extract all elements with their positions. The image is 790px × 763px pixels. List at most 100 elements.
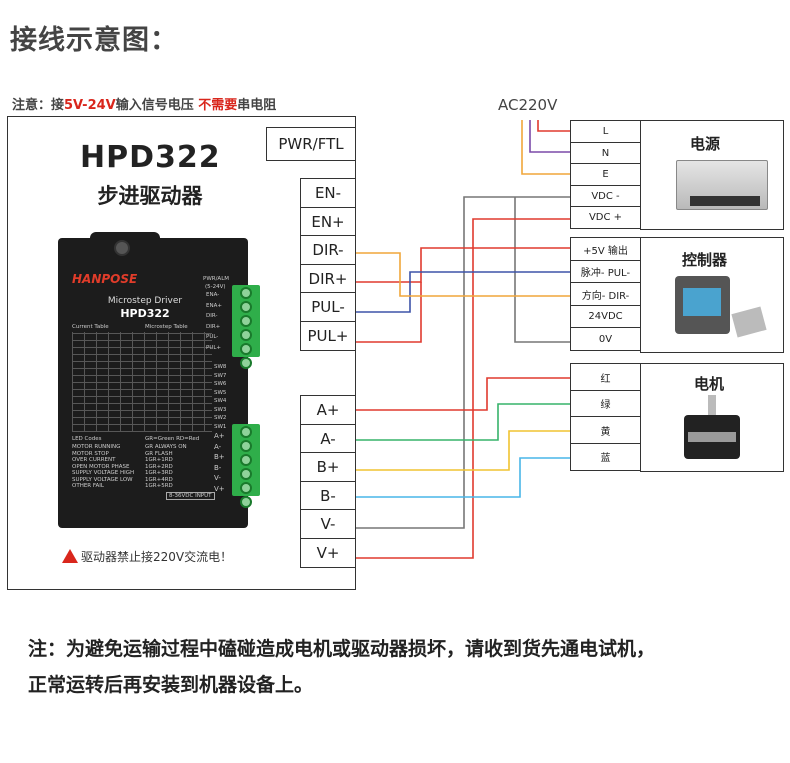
sig-voltage-label: (5-24V) — [205, 284, 226, 290]
psu-pin-vdc-plus: VDC + — [570, 206, 641, 229]
led-val: 1GR+2RD — [145, 463, 173, 470]
sw-label: SW1 — [214, 423, 227, 430]
motor-pin-label: A- — [214, 442, 222, 451]
terminal-pin — [240, 440, 252, 452]
driver-signal-pins: EN- EN+ DIR- DIR+ PUL- PUL+ — [300, 178, 356, 351]
note-suffix: 串电阻 — [237, 98, 277, 113]
led-row: MOTOR RUNNING — [72, 444, 121, 450]
device-screw — [114, 240, 130, 256]
pin-v-minus: V- — [300, 509, 356, 539]
sw-label: SW2 — [214, 415, 227, 421]
led-row: OVER CURRENT — [72, 457, 116, 463]
wire-motor-green — [356, 403, 570, 441]
driver-frame — [7, 116, 356, 590]
motor-pin-blue: 蓝 — [570, 442, 641, 471]
wire-dir — [356, 252, 570, 297]
led-val: 1GR+3RD — [145, 470, 173, 476]
motor-terminal-block — [232, 424, 260, 508]
terminal-pin — [240, 482, 252, 494]
led-val: GR ALWAYS ON — [145, 444, 187, 450]
wire-ac-l — [537, 120, 570, 132]
wire-5v-pul — [356, 282, 422, 343]
controller-screen — [683, 288, 721, 316]
power-supply-label: 电源 — [690, 135, 721, 153]
sw-label: SW4 — [214, 398, 227, 404]
terminal-pin — [240, 343, 252, 355]
wire-pul — [356, 271, 570, 313]
wire-vdc-minus — [356, 196, 570, 529]
sw-label: SW8 — [214, 364, 227, 370]
ctrl-pin-0v: 0V — [570, 327, 641, 351]
motor-pin-green: 绿 — [570, 389, 641, 418]
ac220v-label: AC220V — [498, 96, 558, 114]
sig-pin: ENA- — [206, 292, 220, 298]
motor-pin-label: V+ — [214, 484, 225, 493]
ctrl-pin-24v: 24VDC — [570, 304, 641, 329]
sig-pin: DIR+ — [206, 323, 221, 330]
wire-vdc-plus — [356, 218, 570, 559]
pin-pul-plus: PUL+ — [300, 320, 356, 351]
wire-motor-yellow — [356, 430, 570, 471]
psu-pin-e: E — [570, 163, 641, 186]
power-supply-pins: L N E VDC - VDC + — [570, 120, 641, 229]
psu-pin-l: L — [570, 120, 641, 143]
terminal-pin — [240, 329, 252, 341]
ctrl-pin-5v: +5V 输出 — [570, 237, 641, 261]
microstep-table-label: Microstep Table — [145, 324, 188, 330]
driver-motor-pins: A+ A- B+ B- V- V+ — [300, 395, 356, 568]
led-codes-label: LED Codes — [72, 436, 102, 442]
pin-en-plus: EN+ — [300, 206, 356, 237]
bottom-note-line2: 正常运转后再安装到机器设备上。 — [28, 674, 314, 696]
driver-model-title: HPD322 — [80, 140, 221, 175]
ctrl-pin-pul: 脉冲- PUL- — [570, 259, 641, 284]
led-val: GR FLASH — [145, 450, 173, 457]
wire-ac-n — [529, 120, 570, 153]
current-table-label: Current Table — [72, 324, 109, 330]
note-prefix: 注意：接 — [12, 98, 65, 113]
terminal-pin — [240, 454, 252, 466]
motor-pin-yellow: 黄 — [570, 416, 641, 444]
warning-icon — [62, 549, 78, 563]
led-row: SUPPLY VOLTAGE HIGH — [72, 470, 135, 476]
controller-label: 控制器 — [682, 251, 728, 269]
led-val: 1GR+1RD — [145, 457, 173, 463]
terminal-pin — [240, 468, 252, 480]
wire-motor-blue — [356, 457, 570, 498]
sig-pin: DIR- — [206, 313, 218, 319]
signal-terminal-block — [232, 285, 260, 369]
controller-pins: +5V 输出 脉冲- PUL- 方向- DIR- 24VDC 0V — [570, 237, 641, 351]
pin-pwr-ftl: PWR/FTL — [266, 127, 356, 161]
led-val: 1GR+5RD — [145, 483, 173, 489]
motor-pin-label: V- — [214, 474, 221, 482]
psu-pin-n: N — [570, 141, 641, 165]
device-sig-pin-labels: ENA- ENA+ DIR- DIR+ PUL- PUL+ — [206, 292, 230, 355]
terminal-pin — [240, 357, 252, 369]
terminal-pin — [240, 426, 252, 438]
sig-pin: PUL- — [206, 334, 219, 340]
led-rows: MOTOR RUNNING MOTOR STOP OVER CURRENT OP… — [72, 444, 144, 490]
power-supply-terminals — [690, 196, 760, 206]
page-title: 接线示意图： — [10, 25, 178, 56]
pin-b-minus: B- — [300, 480, 356, 511]
terminal-pin — [240, 496, 252, 508]
sw-label: SW3 — [214, 406, 227, 413]
led-vals: GR ALWAYS ON GR FLASH 1GR+1RD 1GR+2RD 1G… — [145, 444, 205, 490]
note-emph: 不需要 — [198, 98, 238, 113]
device-tables-grid — [72, 332, 212, 432]
wire-5v — [356, 247, 570, 283]
wire-ac-e — [521, 120, 570, 175]
pin-dir-plus: DIR+ — [300, 263, 356, 294]
sw-label: SW7 — [214, 372, 227, 379]
terminal-pin — [240, 315, 252, 327]
sig-pin: PUL+ — [206, 344, 222, 351]
led-row: SUPPLY VOLTAGE LOW — [72, 476, 133, 483]
wire-motor-red — [356, 377, 570, 411]
sw-label: SW5 — [214, 389, 227, 396]
wire-0v — [514, 197, 570, 343]
led-val: 1GR+4RD — [145, 476, 173, 483]
terminal-pin — [240, 287, 252, 299]
motor-label: 电机 — [694, 375, 725, 393]
pin-v-plus: V+ — [300, 537, 356, 568]
motor-pins: 红 绿 黄 蓝 — [570, 363, 641, 471]
device-label: Microstep Driver — [107, 296, 183, 306]
